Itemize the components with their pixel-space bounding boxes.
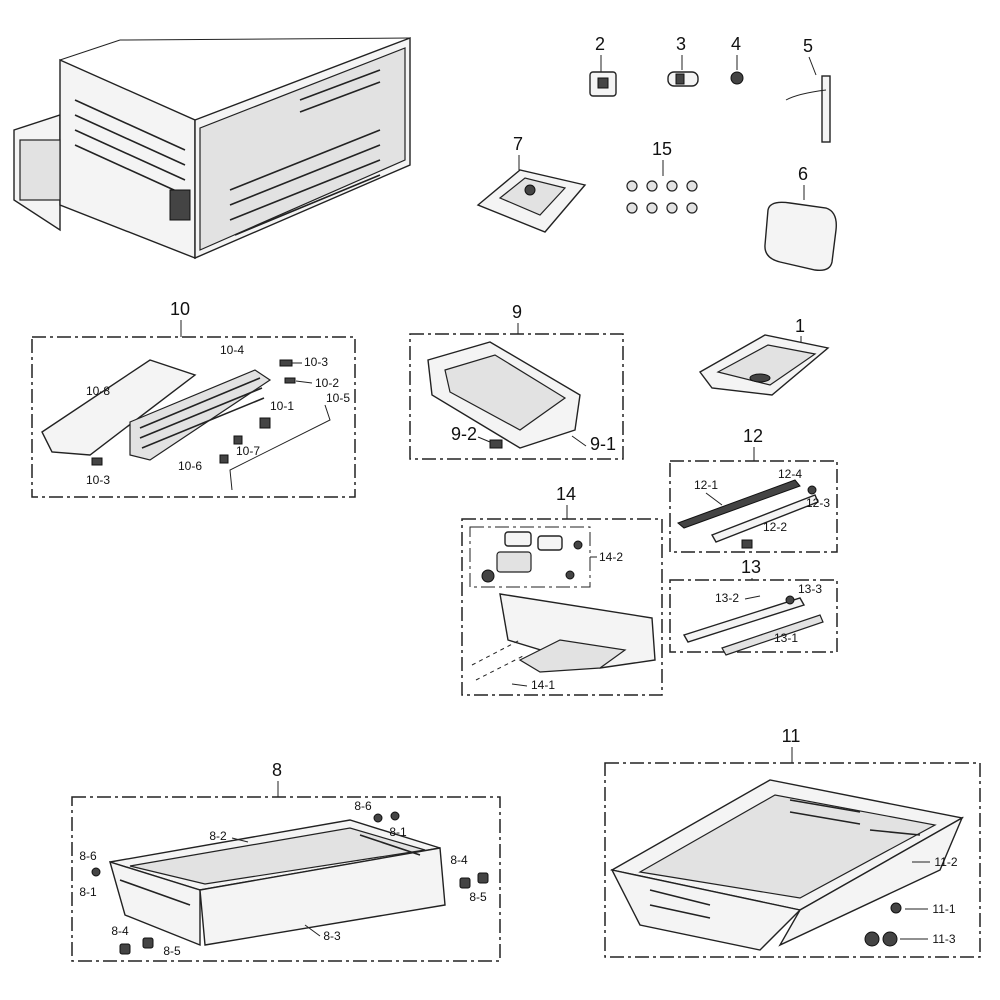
label-13: 13 <box>741 557 761 577</box>
label-10-2: 10-2 <box>315 376 339 390</box>
label-11-3: 11-3 <box>932 932 955 946</box>
part-3-valve: 3 <box>667 34 699 87</box>
label-8-5-left: 8-5 <box>163 944 181 958</box>
label-12-4: 12-4 <box>778 467 802 481</box>
label-14-2: 14-2 <box>599 550 623 564</box>
label-5: 5 <box>803 36 813 56</box>
group-12-rail-assembly: 12 12-1 12-4 12-3 12-2 <box>669 426 838 553</box>
label-3: 3 <box>676 34 686 54</box>
label-8-4-right: 8-4 <box>450 853 468 867</box>
label-13-2: 13-2 <box>715 591 739 605</box>
label-14: 14 <box>556 484 576 504</box>
label-8-5-right: 8-5 <box>469 890 487 904</box>
group-14-control-panel-assembly: 14 14-2 14-1 <box>461 484 663 696</box>
label-10-4: 10-4 <box>220 343 244 357</box>
group-13-rail-assembly: 13 13-2 13-3 13-1 <box>669 557 838 656</box>
part-4-cap: 4 <box>730 34 744 85</box>
label-11: 11 <box>782 726 801 746</box>
label-4: 4 <box>731 34 741 54</box>
part-6-cover: 6 <box>764 164 837 272</box>
label-11-1: 11-1 <box>932 902 955 916</box>
part-15-screws: 15 <box>626 139 698 214</box>
label-12-2: 12-2 <box>763 520 787 534</box>
label-8-3: 8-3 <box>323 929 341 943</box>
label-10-3: 10-3 <box>304 355 328 369</box>
label-8-6: 8-6 <box>354 799 372 813</box>
label-13-3: 13-3 <box>798 582 822 596</box>
label-10-1: 10-1 <box>270 399 294 413</box>
label-10-8: 10-8 <box>86 384 110 398</box>
group-10-evaporator-assembly: 10 10-4 10-3 10-2 10-8 10-5 10-1 10-7 10… <box>31 299 356 498</box>
part-1-tray: 1 <box>698 316 830 396</box>
part-7-ice-maker-module: 7 <box>476 134 587 233</box>
label-8: 8 <box>272 760 282 780</box>
label-1: 1 <box>795 316 805 336</box>
label-8-4-left: 8-4 <box>111 924 129 938</box>
label-9-1: 9-1 <box>590 434 616 454</box>
label-10-3-lower: 10-3 <box>86 473 110 487</box>
label-7: 7 <box>513 134 523 154</box>
label-9-2: 9-2 <box>451 424 477 444</box>
label-15: 15 <box>652 139 672 159</box>
label-10-7: 10-7 <box>236 444 260 458</box>
label-6: 6 <box>798 164 808 184</box>
label-8-6-left: 8-6 <box>79 849 97 863</box>
part-2-bracket: 2 <box>589 34 617 97</box>
refrigerator-cabinet <box>13 36 411 260</box>
label-10: 10 <box>170 299 190 319</box>
label-8-1-left: 8-1 <box>79 885 97 899</box>
label-14-1: 14-1 <box>531 678 555 692</box>
label-8-1: 8-1 <box>389 825 407 839</box>
part-5-tube: 5 <box>785 36 831 143</box>
group-11-basket-assembly: 11 11-2 11-1 11-3 <box>604 726 981 958</box>
label-8-2: 8-2 <box>209 829 227 843</box>
label-13-1: 13-1 <box>774 631 798 645</box>
label-12-3: 12-3 <box>806 496 830 510</box>
label-10-5: 10-5 <box>326 391 350 405</box>
label-12: 12 <box>743 426 763 446</box>
label-9: 9 <box>512 302 522 322</box>
label-11-2: 11-2 <box>934 855 957 869</box>
label-2: 2 <box>595 34 605 54</box>
group-8-drawer-assembly: 8 8-6 8-1 8-2 8-6 8-1 8-4 8-5 8-4 8-5 8-… <box>71 760 501 962</box>
group-9-ice-tray-assembly: 9 9-2 9-1 <box>409 302 624 460</box>
label-12-1: 12-1 <box>694 478 718 492</box>
label-10-6: 10-6 <box>178 459 202 473</box>
